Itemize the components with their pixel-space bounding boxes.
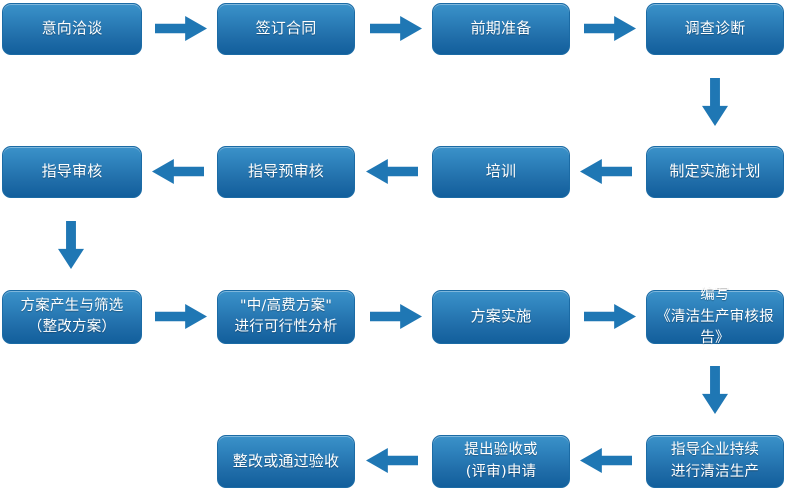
flow-node-n1[interactable]: 意向洽谈 [2, 3, 142, 55]
flow-node-label: 提出验收或 (评审)申请 [464, 442, 538, 480]
flow-arrow-left-n7-to-n8 [152, 159, 204, 184]
flow-node-n13[interactable]: 指导企业持续 进行清洁生产 [646, 435, 784, 488]
flow-node-n15[interactable]: 整改或通过验收 [217, 435, 355, 488]
flow-node-n2[interactable]: 签订合同 [217, 3, 355, 55]
flow-node-label: 调查诊断 [684, 19, 746, 38]
flow-arrow-right-n10-to-n11 [370, 304, 422, 329]
flow-node-n5[interactable]: 制定实施计划 [646, 146, 784, 198]
flow-node-n8[interactable]: 指导审核 [2, 146, 142, 198]
flow-node-n12[interactable]: 编写 《清洁生产审核报告》 [646, 287, 784, 346]
flow-node-n3[interactable]: 前期准备 [432, 3, 570, 55]
flow-arrow-right-n2-to-n3 [370, 16, 422, 41]
flow-node-label: 方案产生与筛选 （整改方案） [20, 297, 124, 335]
flow-node-label: 培训 [485, 162, 517, 181]
flow-node-n4[interactable]: 调查诊断 [646, 3, 784, 55]
flow-node-label: 整改或通过验收 [232, 451, 340, 470]
flow-node-label: 意向洽谈 [41, 19, 103, 38]
flow-node-label: 指导企业持续 进行清洁生产 [670, 442, 760, 480]
flow-node-label: 前期准备 [470, 19, 532, 38]
flow-node-label: 指导预审核 [247, 162, 324, 181]
flow-node-n9[interactable]: 方案产生与筛选 （整改方案） [2, 290, 142, 344]
flow-arrow-right-n3-to-n4 [584, 16, 636, 41]
flow-node-label: 签订合同 [255, 19, 317, 38]
flow-arrow-right-n1-to-n2 [155, 16, 207, 41]
flow-node-label: 指导审核 [41, 162, 103, 181]
flow-node-label: 编写 《清洁生产审核报告》 [656, 287, 774, 346]
flow-arrow-left-n13-to-n14 [580, 448, 632, 473]
flow-arrow-left-n14-to-n15 [366, 448, 418, 473]
flow-node-n10[interactable]: "中/高费方案" 进行可行性分析 [217, 290, 355, 344]
flow-arrow-left-n6-to-n7 [366, 159, 418, 184]
flow-arrow-down-n12-to-n13 [702, 366, 728, 414]
flow-arrow-left-n5-to-n6 [580, 159, 632, 184]
flow-node-n11[interactable]: 方案实施 [432, 290, 570, 344]
flow-node-n7[interactable]: 指导预审核 [217, 146, 355, 198]
flow-arrow-down-n8-to-n9 [58, 221, 84, 269]
flow-arrow-down-n4-to-n5 [702, 78, 728, 126]
flow-node-label: 方案实施 [470, 307, 532, 326]
flow-node-n14[interactable]: 提出验收或 (评审)申请 [432, 435, 570, 488]
flow-arrow-right-n11-to-n12 [584, 304, 636, 329]
flow-node-label: 制定实施计划 [669, 162, 761, 181]
flow-arrow-right-n9-to-n10 [155, 304, 207, 329]
flow-node-n6[interactable]: 培训 [432, 146, 570, 198]
flow-node-label: "中/高费方案" 进行可行性分析 [234, 297, 338, 335]
